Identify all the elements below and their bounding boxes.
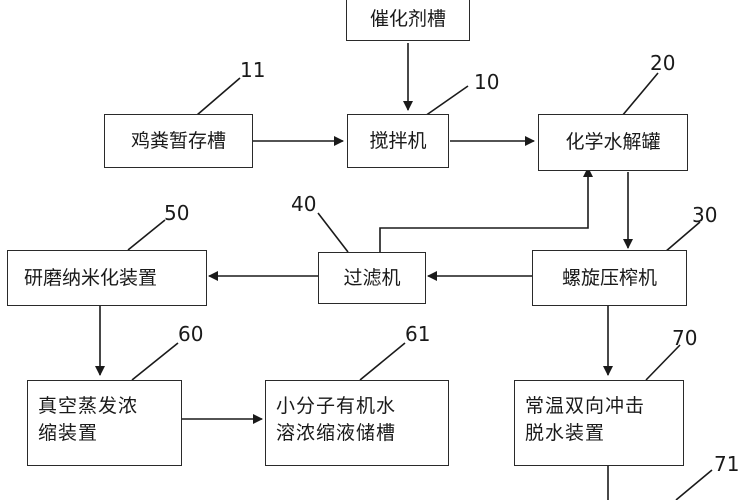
- nano-grinding-label: 研磨纳米化装置: [24, 266, 158, 289]
- catalyst-tank-label: 催化剂槽: [369, 7, 446, 30]
- leader-40: [317, 212, 349, 253]
- filter-label: 过滤机: [343, 266, 401, 289]
- manure-storage-box: 鸡粪暂存槽: [104, 114, 253, 168]
- ref-number-11: 11: [240, 58, 266, 82]
- leader-70: [645, 344, 681, 381]
- leader-50: [127, 219, 166, 251]
- leader-30: [664, 221, 701, 253]
- concentrate-storage-box: 小分子有机水 溶浓缩液储槽: [265, 380, 449, 466]
- filter-box: 过滤机: [318, 252, 426, 304]
- leader-11: [196, 77, 241, 116]
- dewatering-label: 常温双向冲击 脱水装置: [525, 395, 646, 444]
- ref-number-40: 40: [291, 192, 317, 216]
- mixer-label: 搅拌机: [369, 129, 427, 152]
- ref-number-30: 30: [692, 203, 718, 227]
- ref-number-70: 70: [672, 326, 698, 350]
- hydrolysis-tank-box: 化学水解罐: [538, 114, 688, 171]
- catalyst-tank-box: 催化剂槽: [346, 0, 470, 41]
- ref-number-60: 60: [178, 322, 204, 346]
- dewatering-box: 常温双向冲击 脱水装置: [514, 380, 684, 466]
- vacuum-evaporation-box: 真空蒸发浓 缩装置: [27, 380, 182, 466]
- leader-71: [675, 469, 713, 500]
- leader-10: [424, 85, 469, 117]
- concentrate-storage-label: 小分子有机水 溶浓缩液储槽: [276, 395, 397, 444]
- ref-number-20: 20: [650, 51, 676, 75]
- ref-number-61: 61: [405, 322, 431, 346]
- screw-press-label: 螺旋压榨机: [561, 266, 657, 289]
- nano-grinding-box: 研磨纳米化装置: [7, 250, 207, 306]
- leader-20: [621, 72, 659, 117]
- ref-number-50: 50: [164, 201, 190, 225]
- leader-60: [131, 342, 179, 381]
- mixer-box: 搅拌机: [347, 114, 449, 168]
- ref-number-10: 10: [474, 70, 500, 94]
- arrow-filter-return-to-hydrolysis: [379, 167, 593, 252]
- ref-number-71: 71: [714, 452, 740, 476]
- screw-press-box: 螺旋压榨机: [532, 250, 687, 306]
- vacuum-evaporation-label: 真空蒸发浓 缩装置: [38, 395, 139, 444]
- leader-61: [359, 342, 406, 381]
- hydrolysis-tank-label: 化学水解罐: [565, 131, 661, 154]
- manure-storage-label: 鸡粪暂存槽: [130, 129, 226, 152]
